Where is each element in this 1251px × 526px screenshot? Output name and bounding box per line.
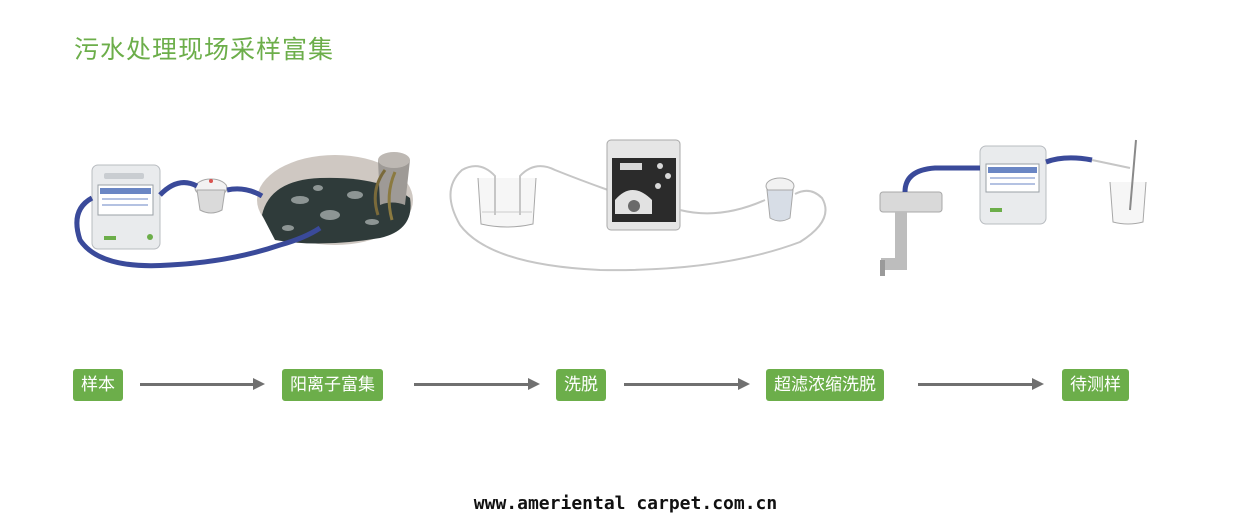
transfer-tube — [902, 165, 980, 193]
sewage-pond-icon — [257, 152, 413, 245]
step-ultrafiltration: 超滤浓缩洗脱 — [766, 369, 884, 401]
step-sample: 样本 — [73, 369, 123, 401]
page-title: 污水处理现场采样富集 — [74, 35, 335, 64]
step-test-sample: 待测样 — [1062, 369, 1129, 401]
ultrafilter-icon — [765, 177, 795, 222]
step-cation-enrichment: 阳离子富集 — [282, 369, 383, 401]
step-elution: 洗脱 — [556, 369, 606, 401]
eluent-beaker-icon — [477, 177, 537, 228]
sampler-device-2-icon — [979, 145, 1047, 225]
footer-url: www.ameriental carpet.com.cn — [473, 493, 778, 514]
process-illustration — [74, 139, 1147, 276]
arrow-2 — [414, 378, 540, 390]
elution-tubing — [449, 165, 827, 272]
arrow-3 — [624, 378, 750, 390]
sample-tube-pond — [226, 186, 264, 199]
sampler-device-icon — [91, 164, 161, 250]
arrow-4 — [918, 378, 1044, 390]
sample-tube-top — [158, 180, 199, 197]
filter-cartridge-icon — [194, 178, 228, 214]
test-sample-beaker-icon — [1109, 139, 1147, 225]
peristaltic-pump-icon — [606, 139, 681, 231]
arrow-1 — [140, 378, 265, 390]
sample-tube-left — [74, 195, 322, 269]
sink-icon — [879, 191, 943, 276]
